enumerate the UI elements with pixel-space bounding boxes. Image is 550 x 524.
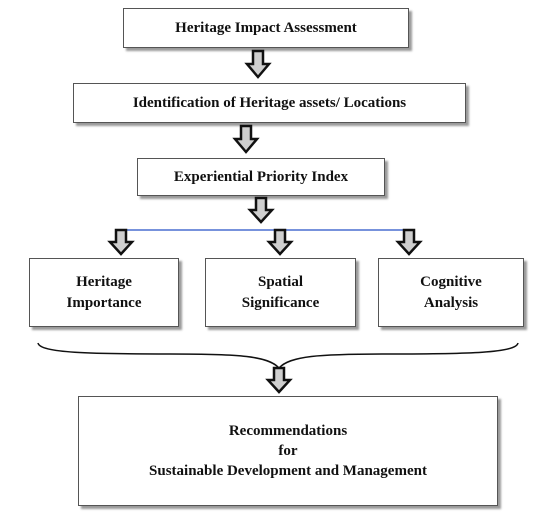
spatial-significance-line2: Significance xyxy=(241,294,320,311)
arrow-hia-to-identification xyxy=(244,49,272,79)
spatial-significance-box: Spatial Significance xyxy=(205,258,356,327)
cognitive-analysis-line1: Cognitive xyxy=(420,274,482,291)
arrow-to-cognitive-analysis xyxy=(395,228,423,256)
bottom-brace xyxy=(37,342,519,370)
arrow-identification-to-epi xyxy=(232,124,260,154)
arrow-to-spatial-significance xyxy=(266,228,294,256)
heritage-importance-line1: Heritage xyxy=(76,274,132,291)
cognitive-analysis-box: Cognitive Analysis xyxy=(378,258,524,327)
experiential-priority-index-box: Experiential Priority Index xyxy=(137,158,385,196)
recommendations-line2: for xyxy=(278,442,298,459)
recommendations-box: Recommendations for Sustainable Developm… xyxy=(78,396,498,506)
arrow-to-heritage-importance xyxy=(107,228,135,256)
recommendations-line3: Sustainable Development and Management xyxy=(149,463,427,480)
recommendations-line1: Recommendations xyxy=(228,422,348,439)
identification-label: Identification of Heritage assets/ Locat… xyxy=(132,94,407,111)
heritage-importance-box: Heritage Importance xyxy=(29,258,179,327)
arrow-to-recommendations xyxy=(265,366,293,394)
arrow-epi-to-branch xyxy=(247,196,275,224)
heritage-impact-assessment-box: Heritage Impact Assessment xyxy=(123,8,409,48)
experiential-priority-index-label: Experiential Priority Index xyxy=(173,168,349,185)
spatial-significance-line1: Spatial xyxy=(257,274,303,291)
heritage-impact-assessment-label: Heritage Impact Assessment xyxy=(175,19,357,36)
heritage-importance-line2: Importance xyxy=(66,294,142,311)
cognitive-analysis-line2: Analysis xyxy=(423,294,479,311)
identification-box: Identification of Heritage assets/ Locat… xyxy=(73,83,466,123)
